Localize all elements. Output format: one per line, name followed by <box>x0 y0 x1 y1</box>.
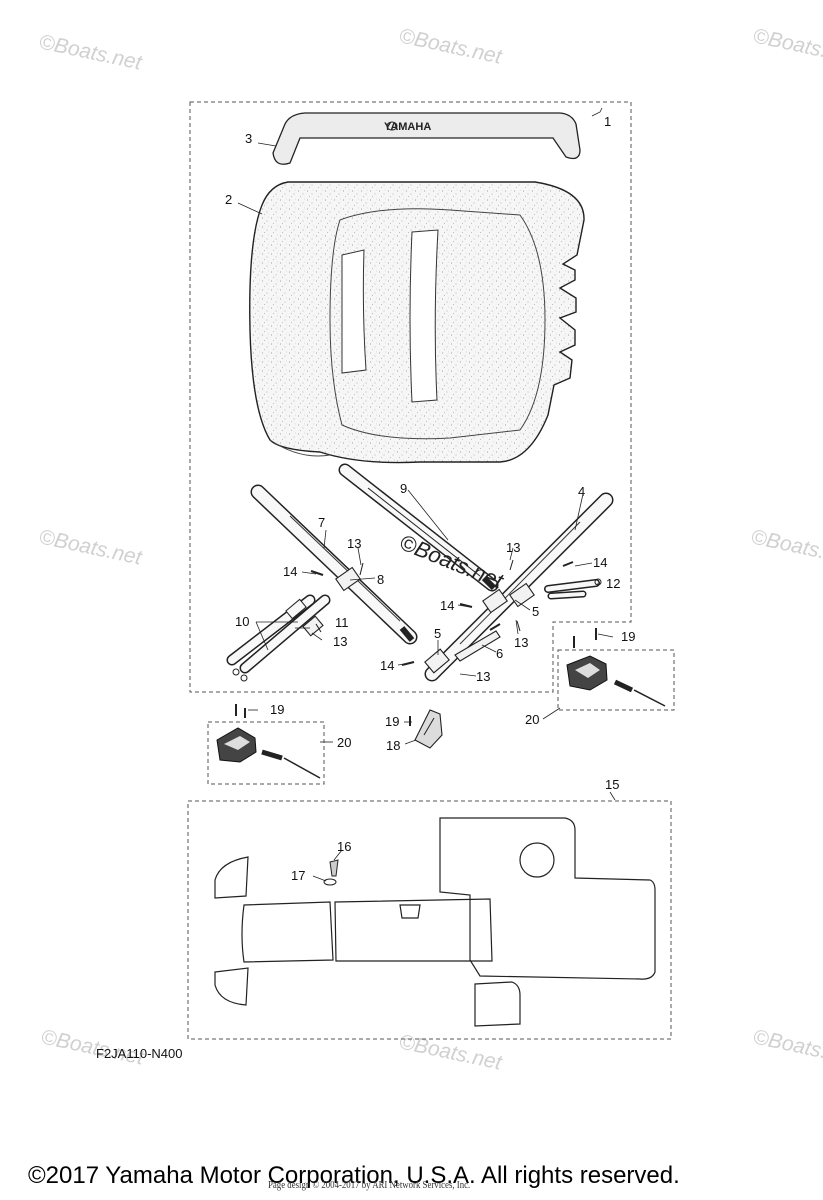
callout-3: 3 <box>245 131 252 146</box>
watermark-text: ©Boats.net <box>751 24 823 68</box>
callout-13: 13 <box>514 635 528 650</box>
bolt-13 <box>315 623 322 633</box>
right-rod <box>424 492 614 682</box>
left-rod <box>250 484 418 645</box>
callout-2: 2 <box>225 192 232 207</box>
watermark-text: ©Boats.net <box>397 24 505 68</box>
bolt-14 <box>459 603 473 608</box>
callout-7: 7 <box>318 515 325 530</box>
callout-19: 19 <box>385 714 399 729</box>
copyright-notice: ©2017 Yamaha Motor Corporation, U.S.A. A… <box>28 1162 680 1189</box>
seat-assembly-boundary <box>189 101 632 693</box>
latch <box>414 709 443 749</box>
callouts: 1 2 3 4 5 5 6 7 8 9 10 11 12 13 13 13 13… <box>225 114 635 883</box>
leader-lines <box>237 107 616 882</box>
callout-1: 1 <box>604 114 611 129</box>
seat-lock-unit-right <box>566 655 666 707</box>
bracket-5-upper <box>482 588 508 614</box>
watermark-text: ©Boats.net <box>37 30 145 74</box>
page-design-credit: Page design © 2004-2017 by ARI Network S… <box>268 1179 471 1191</box>
callout-14: 14 <box>283 564 297 579</box>
watermark-text: ©Boats.net <box>37 525 145 569</box>
callout-15: 15 <box>605 777 619 792</box>
bracket-6 <box>454 630 501 662</box>
support-rod <box>338 463 499 592</box>
bolt-13 <box>516 620 521 632</box>
lock-unit-boundary-right <box>557 649 675 711</box>
tuning-fork-logo-icon <box>386 121 398 131</box>
bolt-13 <box>489 623 501 631</box>
callout-18: 18 <box>386 738 400 753</box>
lock-unit-boundary-left <box>207 721 325 785</box>
seat-cushion <box>249 181 585 464</box>
callout-13: 13 <box>476 669 490 684</box>
callout-20: 20 <box>525 712 539 727</box>
callout-10: 10 <box>235 614 249 629</box>
watermark-text: ©Boats.net <box>751 1025 823 1069</box>
bolt-13 <box>359 562 364 576</box>
bracket-11 <box>302 615 324 637</box>
mat-set <box>214 817 656 1027</box>
bolt-14 <box>562 561 574 567</box>
callout-19: 19 <box>270 702 284 717</box>
bolt-13 <box>509 559 514 571</box>
bolt-14 <box>310 570 324 576</box>
callout-5: 5 <box>434 626 441 641</box>
callout-9: 9 <box>400 481 407 496</box>
damper <box>544 578 602 600</box>
callout-6: 6 <box>496 646 503 661</box>
callout-14: 14 <box>380 658 394 673</box>
watermark-text: ©Boats.net <box>749 525 823 569</box>
callout-19: 19 <box>621 629 635 644</box>
watermark-text: ©Boats.net <box>397 1030 505 1074</box>
bracket-5-lower <box>424 648 450 674</box>
gas-spring-pair <box>226 594 331 682</box>
callout-14: 14 <box>593 555 607 570</box>
mat-set-boundary <box>187 800 672 1040</box>
callout-8: 8 <box>377 572 384 587</box>
grab-strap: YAMAHA <box>272 112 581 165</box>
callout-13: 13 <box>333 634 347 649</box>
seat-lock-unit-left <box>216 727 321 779</box>
callout-20: 20 <box>337 735 351 750</box>
group-boundaries <box>187 101 675 1040</box>
callout-14: 14 <box>440 598 454 613</box>
callout-11: 11 <box>335 615 349 630</box>
yamaha-brand-text: YAMAHA <box>384 121 431 133</box>
callout-17: 17 <box>291 868 305 883</box>
callout-5: 5 <box>532 604 539 619</box>
callout-13: 13 <box>506 540 520 555</box>
callout-12: 12 <box>606 576 620 591</box>
watermark-center: ©Boats.net <box>396 529 507 593</box>
diagram-code: F2JA110-N400 <box>96 1046 183 1061</box>
bracket-8 <box>335 566 361 592</box>
callout-4: 4 <box>578 484 585 499</box>
mat-plug <box>323 859 339 886</box>
callout-16: 16 <box>337 839 351 854</box>
callout-13: 13 <box>347 536 361 551</box>
fasteners <box>235 559 597 726</box>
